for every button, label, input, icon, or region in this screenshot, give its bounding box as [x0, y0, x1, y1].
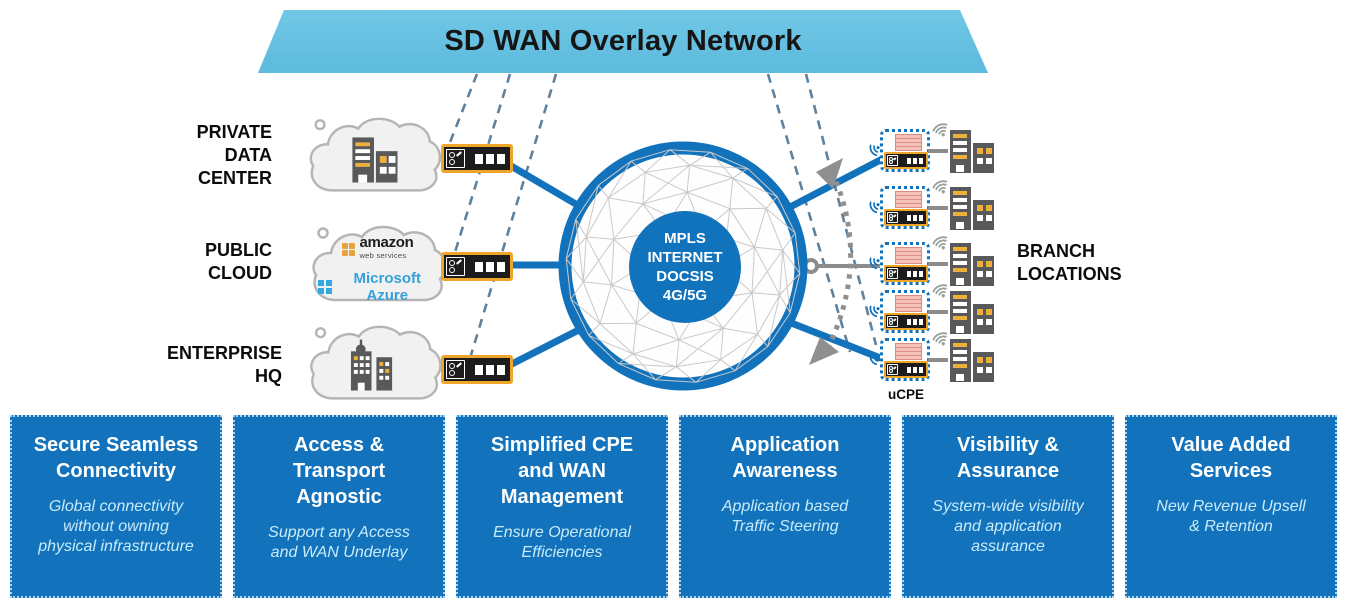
azure-logo: Microsoft Azure	[318, 270, 438, 304]
benefit-title: Value Added Services	[1171, 434, 1291, 482]
cpe-module-icon	[446, 257, 465, 276]
banner-sdwan-overlay: SD WAN Overlay Network	[258, 10, 988, 73]
aws-logo: amazon web services	[318, 234, 438, 262]
cpe-module-icon	[446, 149, 465, 168]
branch-site-2	[866, 180, 998, 235]
branch-cpe-device	[884, 361, 928, 378]
wifi-icon	[932, 123, 948, 137]
benefit-subtitle: Support any Access and WAN Underlay	[268, 524, 410, 561]
benefit-box-secure-connectivity: Secure Seamless Connectivity Global conn…	[10, 415, 222, 598]
branch-cpe-device	[884, 152, 928, 169]
branch-site-3	[866, 236, 998, 291]
azure-logo-text: Microsoft Azure	[353, 270, 422, 304]
ucpe-box	[880, 186, 930, 229]
wifi-icon	[932, 180, 948, 194]
failover-arc	[823, 170, 853, 354]
cloud-private-data-center	[309, 117, 441, 192]
branch-cpe-device	[884, 209, 928, 226]
wifi-icon	[869, 257, 880, 270]
cpe-ports-icon	[475, 364, 505, 375]
ucpe-box	[880, 129, 930, 172]
branch-site-4	[866, 284, 998, 339]
benefit-box-application-awareness: Application Awareness Application based …	[679, 415, 891, 598]
wifi-icon	[869, 144, 880, 157]
firewall-brick-icon	[895, 247, 922, 264]
branch-cpe-device	[884, 265, 928, 282]
wifi-icon	[932, 236, 948, 250]
branch-building-icon	[950, 291, 994, 334]
cpe-public-cloud	[441, 252, 513, 281]
branch-building-icon	[950, 130, 994, 173]
benefit-title: Application Awareness	[730, 434, 840, 482]
lan-link	[928, 206, 948, 210]
city-buildings-icon	[350, 339, 393, 391]
core-network-circle: MPLS INTERNET DOCSIS 4G/5G	[629, 211, 741, 323]
ucpe-label: uCPE	[887, 387, 924, 402]
branch-site-1	[866, 123, 998, 178]
cpe-enterprise-hq	[441, 355, 513, 384]
branch-site-5	[866, 332, 998, 387]
core-network-label: MPLS INTERNET DOCSIS 4G/5G	[647, 230, 723, 304]
firewall-brick-icon	[895, 343, 922, 360]
wifi-icon	[869, 353, 880, 366]
label-private-data-center: PRIVATE DATA CENTER	[196, 122, 272, 188]
benefit-subtitle: System-wide visibility and application a…	[932, 498, 1084, 555]
benefit-title: Access & Transport Agnostic	[292, 434, 386, 508]
wifi-icon	[932, 332, 948, 346]
label-branch-locations: BRANCH LOCATIONS	[1017, 241, 1122, 284]
benefit-subtitle: New Revenue Upsell & Retention	[1156, 498, 1306, 535]
ucpe-box	[880, 338, 930, 381]
firewall-brick-icon	[895, 134, 922, 151]
label-enterprise-hq: ENTERPRISE HQ	[166, 343, 282, 386]
ucpe-box	[880, 242, 930, 285]
public-cloud-logos: amazon web services Microsoft Azure	[318, 234, 438, 304]
benefit-subtitle: Ensure Operational Efficiencies	[493, 524, 631, 561]
benefit-subtitle: Application based Traffic Steering	[721, 498, 849, 535]
lan-link	[928, 358, 948, 362]
branch-building-icon	[950, 339, 994, 382]
branch-cpe-device	[884, 313, 928, 330]
wifi-icon	[932, 284, 948, 298]
lan-link	[928, 149, 948, 153]
benefit-title: Visibility & Assurance	[956, 434, 1060, 482]
office-building-icon	[352, 137, 398, 183]
firewall-brick-icon	[895, 295, 922, 312]
benefit-box-simplified-cpe: Simplified CPE and WAN Management Ensure…	[456, 415, 668, 598]
branch-building-icon	[950, 187, 994, 230]
wifi-icon	[869, 305, 880, 318]
cpe-module-icon	[446, 360, 465, 379]
cpe-ports-icon	[475, 261, 505, 272]
benefit-box-transport-agnostic: Access & Transport Agnostic Support any …	[233, 415, 445, 598]
branch-building-icon	[950, 243, 994, 286]
aws-cubes-icon	[342, 242, 356, 256]
benefit-box-value-added-services: Value Added Services New Revenue Upsell …	[1125, 415, 1337, 598]
cpe-private-data-center	[441, 144, 513, 173]
benefit-box-visibility-assurance: Visibility & Assurance System-wide visib…	[902, 415, 1114, 598]
banner-title: SD WAN Overlay Network	[444, 25, 802, 57]
benefit-title: Secure Seamless Connectivity	[33, 434, 199, 482]
cloud-enterprise-hq	[310, 325, 442, 400]
lan-link	[928, 310, 948, 314]
aws-logo-subtext: web services	[359, 251, 407, 260]
label-public-cloud: PUBLIC CLOUD	[205, 240, 272, 283]
arc-arrow-up-icon	[816, 158, 843, 189]
arc-arrow-down-icon	[809, 337, 839, 365]
cpe-ports-icon	[475, 153, 505, 164]
ucpe-box	[880, 290, 930, 333]
wifi-icon	[869, 201, 880, 214]
microsoft-logo-icon	[318, 280, 332, 294]
lan-link	[928, 262, 948, 266]
aws-logo-text: amazon	[359, 234, 414, 251]
benefit-title: Simplified CPE and WAN Management	[490, 434, 634, 508]
firewall-brick-icon	[895, 191, 922, 208]
benefit-subtitle: Global connectivity without owning physi…	[38, 498, 194, 555]
